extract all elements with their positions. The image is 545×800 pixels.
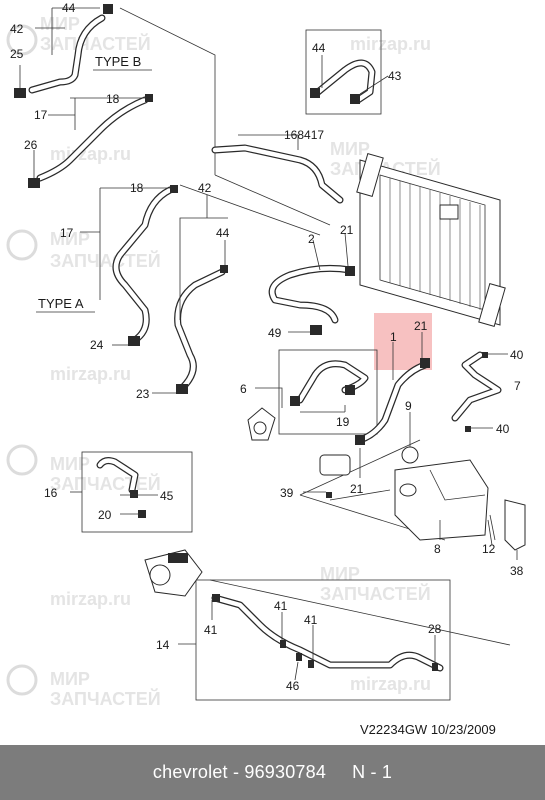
callout-43[interactable]: 43 (388, 69, 402, 83)
callout-labels: 44 42 25 18 17 26 44 43 168417 18 42 44 … (10, 1, 524, 693)
watermark-site: mirzap.ru (50, 364, 131, 384)
type-b-label: TYPE B (95, 54, 141, 69)
callout-16[interactable]: 16 (44, 486, 58, 500)
watermark-text: МИР (50, 454, 90, 474)
callout-38[interactable]: 38 (510, 564, 524, 578)
callout-45[interactable]: 45 (160, 489, 174, 503)
watermark-text: МИР (40, 14, 80, 34)
callout-168417[interactable]: 168417 (284, 128, 324, 142)
footer-bar: chevrolet - 96930784 N - 1 (0, 745, 545, 800)
part-box-43 (305, 29, 382, 115)
callout-46[interactable]: 46 (286, 679, 300, 693)
watermark-text: МИР (50, 229, 90, 249)
callout-1[interactable]: 1 (390, 330, 397, 344)
callout-12[interactable]: 12 (482, 542, 496, 556)
radiator (356, 152, 506, 328)
watermark-text: ЗАПЧАСТЕЙ (50, 688, 161, 709)
callout-49[interactable]: 49 (268, 326, 282, 340)
drawing-id: V22234GW 10/23/2009 (360, 722, 496, 737)
watermark-text: ЗАПЧАСТЕЙ (50, 473, 161, 494)
watermark-site: mirzap.ru (50, 589, 131, 609)
callout-23[interactable]: 23 (136, 387, 150, 401)
callout-21[interactable]: 21 (350, 482, 364, 496)
parts-diagram: МИР ЗАПЧАСТЕЙ mirzap.ru mirzap.ru МИР ЗА… (6, 1, 526, 709)
callout-41[interactable]: 41 (204, 623, 218, 637)
part-box-14 (195, 579, 451, 701)
callout-40[interactable]: 40 (496, 422, 510, 436)
callout-39[interactable]: 39 (280, 486, 294, 500)
hoses (28, 14, 502, 672)
watermark-text: МИР (330, 139, 370, 159)
callout-21[interactable]: 21 (340, 223, 354, 237)
callout-44[interactable]: 44 (62, 1, 76, 15)
type-a-label: TYPE A (38, 296, 84, 311)
watermark-text: МИР (320, 564, 360, 584)
callout-18[interactable]: 18 (106, 92, 120, 106)
callout-2[interactable]: 2 (308, 232, 315, 246)
callout-24[interactable]: 24 (90, 338, 104, 352)
watermark-site: mirzap.ru (350, 34, 431, 54)
callout-40[interactable]: 40 (510, 348, 524, 362)
callout-41[interactable]: 41 (274, 599, 288, 613)
callout-44[interactable]: 44 (216, 226, 230, 240)
callout-8[interactable]: 8 (434, 542, 441, 556)
callout-18[interactable]: 18 (130, 181, 144, 195)
callout-41[interactable]: 41 (304, 613, 318, 627)
footer-caption: chevrolet - 96930784 N - 1 (152, 762, 393, 782)
watermark-layer: МИР ЗАПЧАСТЕЙ mirzap.ru mirzap.ru МИР ЗА… (6, 14, 441, 709)
watermark-site: mirzap.ru (50, 144, 131, 164)
footer-brand: chevrolet (152, 762, 228, 782)
callout-19[interactable]: 19 (336, 415, 350, 429)
callout-44[interactable]: 44 (312, 41, 326, 55)
watermark-text: ЗАПЧАСТЕЙ (50, 250, 161, 271)
callout-14[interactable]: 14 (156, 638, 170, 652)
watermark-text: МИР (50, 669, 90, 689)
callout-17[interactable]: 17 (60, 226, 74, 240)
components (14, 4, 526, 671)
callout-21[interactable]: 21 (414, 319, 428, 333)
watermark-text: ЗАПЧАСТЕЙ (40, 33, 151, 54)
callout-leaders (19, 7, 518, 681)
callout-20[interactable]: 20 (98, 508, 112, 522)
watermark-site: mirzap.ru (350, 674, 431, 694)
callout-28[interactable]: 28 (428, 622, 442, 636)
callout-6[interactable]: 6 (240, 382, 247, 396)
footer-part-number: 96930784 (244, 762, 327, 782)
callout-42[interactable]: 42 (198, 181, 212, 195)
callout-26[interactable]: 26 (24, 138, 38, 152)
watermark-text: ЗАПЧАСТЕЙ (320, 583, 431, 604)
callout-25[interactable]: 25 (10, 47, 24, 61)
callout-17[interactable]: 17 (34, 108, 48, 122)
part-box-6 (278, 349, 378, 435)
callout-42[interactable]: 42 (10, 22, 24, 36)
callout-9[interactable]: 9 (405, 399, 412, 413)
callout-7[interactable]: 7 (514, 379, 521, 393)
footer-quantity: N - 1 (352, 762, 393, 782)
